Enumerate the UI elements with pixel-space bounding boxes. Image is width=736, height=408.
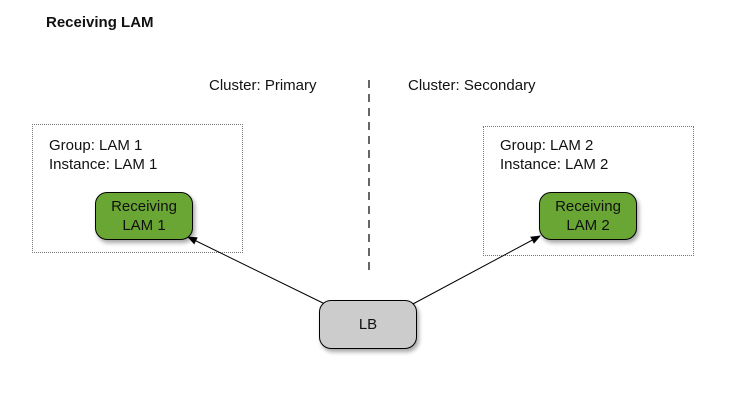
group-label-lam-1: Group: LAM 1 [49,137,143,154]
edge-lb-to-lam-2 [410,235,541,306]
receiving-lam-2-node[interactable]: Receiving LAM 2 [539,192,637,240]
instance-label-lam-2: Instance: LAM 2 [500,156,609,173]
load-balancer-label: LB [358,316,378,333]
edge-lb-to-lam-1 [187,236,328,306]
group-label-lam-2: Group: LAM 2 [500,137,594,154]
receiving-lam-1-line2: LAM 1 [122,217,166,234]
cluster-secondary-label: Cluster: Secondary [408,77,536,94]
load-balancer-node[interactable]: LB [319,300,417,349]
group-box-lam-2 [483,126,694,256]
group-box-lam-1 [32,124,243,253]
diagram-title: Receiving LAM [46,14,154,31]
instance-label-lam-1: Instance: LAM 1 [49,156,158,173]
receiving-lam-2-line1: Receiving [555,198,621,215]
cluster-primary-label: Cluster: Primary [209,77,317,94]
receiving-lam-1-node[interactable]: Receiving LAM 1 [95,192,193,240]
receiving-lam-1-line1: Receiving [111,198,177,215]
receiving-lam-2-line2: LAM 2 [566,217,610,234]
